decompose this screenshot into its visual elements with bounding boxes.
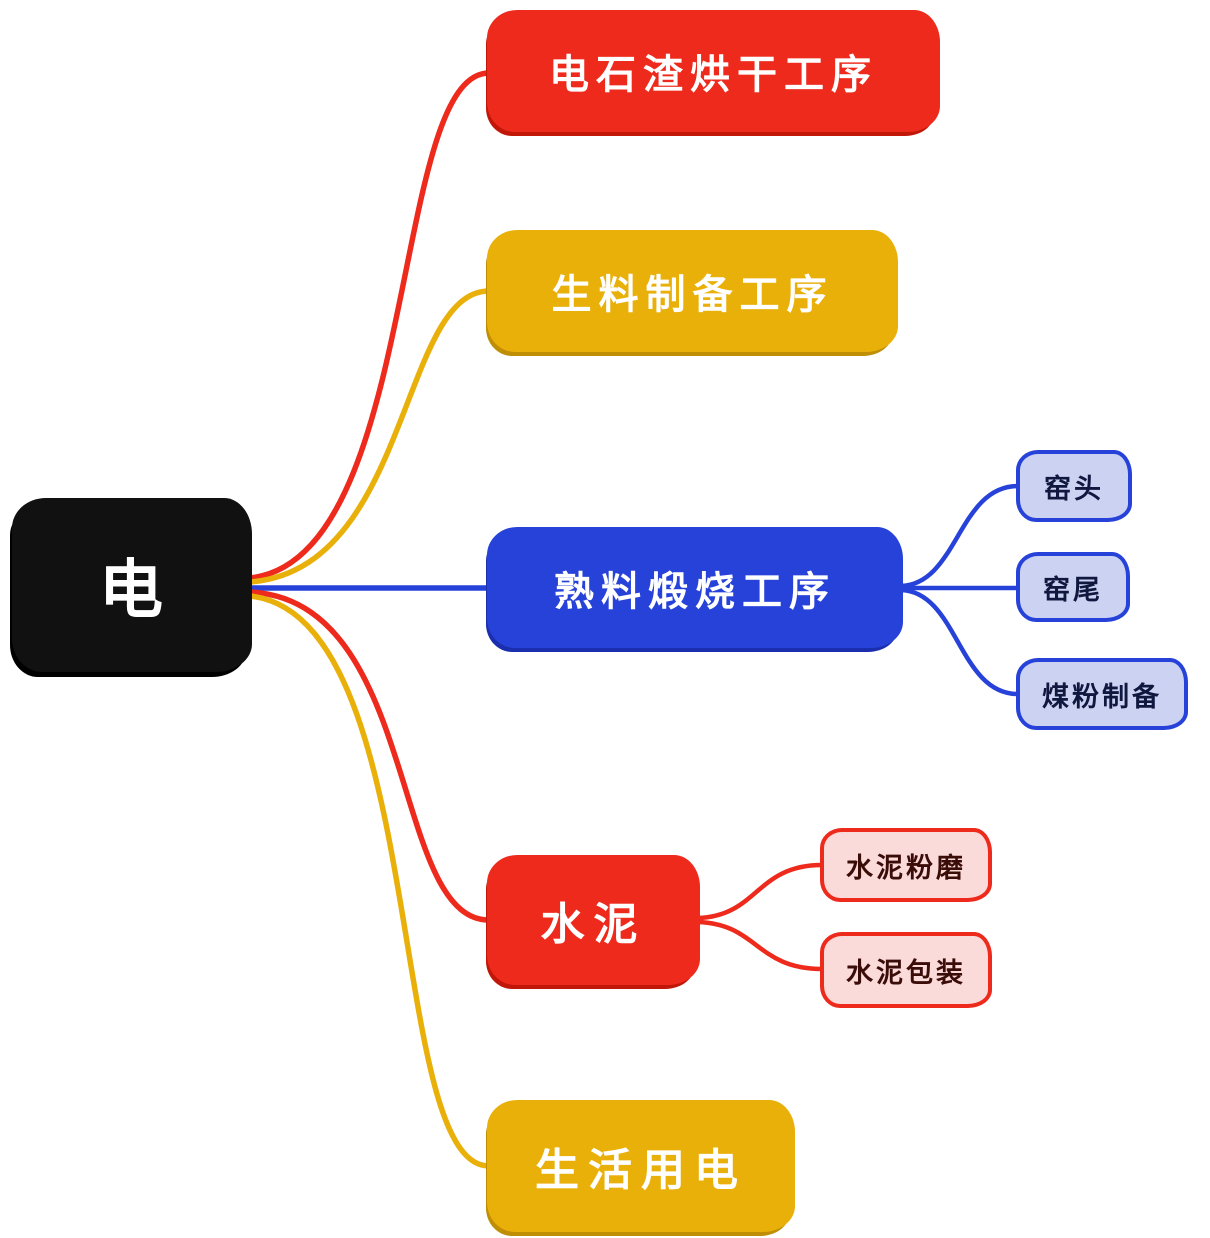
connector-root-to-drying [247,70,492,581]
branch-node-label: 熟料煅烧工序 [554,568,836,615]
branch-node-label: 生活用电 [535,1145,747,1196]
child-node-label: 窑头 [1044,473,1104,505]
connector-clinker-to-kilnhead [898,483,1021,589]
connector-cement-to-grinding [695,862,825,921]
branch-node-carbide-slag-drying[interactable]: 电石渣烘干工序 [487,10,940,132]
child-node-label: 煤粉制备 [1042,681,1162,713]
child-node-label: 水泥包装 [846,957,966,989]
branch-node-label: 水泥 [540,899,647,950]
connector-root-to-cement [247,589,492,923]
branch-node-label: 生料制备工序 [551,272,834,318]
connector-cement-to-packing [695,919,825,972]
child-node-cement-packing[interactable]: 水泥包装 [820,932,992,1008]
branch-node-label: 电石渣烘干工序 [549,52,878,98]
child-node-coal-powder-preparation[interactable]: 煤粉制备 [1016,658,1188,730]
child-node-label: 窑尾 [1043,574,1103,606]
branch-node-raw-meal-preparation[interactable]: 生料制备工序 [487,230,898,352]
root-node-electricity[interactable]: 电 [12,498,252,672]
child-node-kiln-head[interactable]: 窑头 [1016,450,1132,522]
branch-node-clinker-calcination[interactable]: 熟料煅烧工序 [487,527,903,648]
branch-node-domestic-electricity[interactable]: 生活用电 [487,1100,795,1232]
child-node-kiln-tail[interactable]: 窑尾 [1016,552,1130,622]
branch-node-cement[interactable]: 水泥 [487,855,700,985]
child-node-cement-grinding[interactable]: 水泥粉磨 [820,828,992,902]
connector-root-to-domestic [247,593,492,1169]
root-node-label: 电 [99,554,165,628]
connector-root-to-rawmeal [247,288,492,585]
child-node-label: 水泥粉磨 [846,852,966,884]
connector-clinker-to-coalprep [898,587,1021,697]
